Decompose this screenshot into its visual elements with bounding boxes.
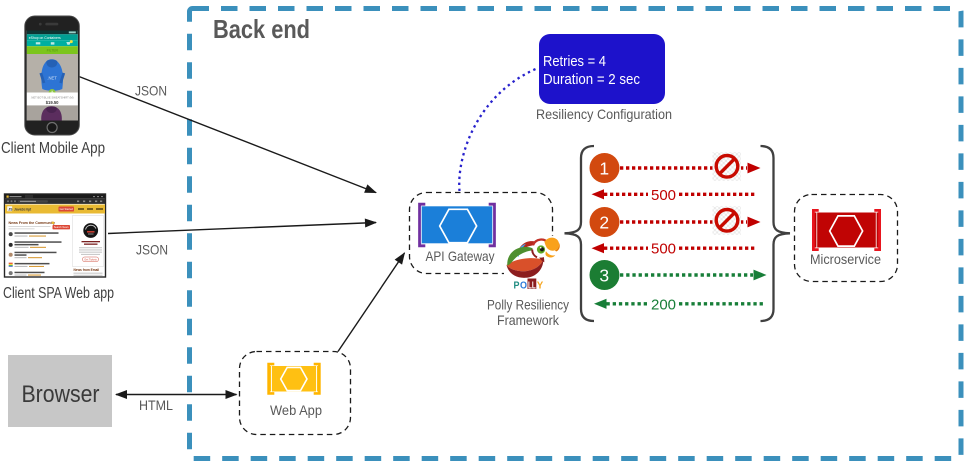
- svg-text:News from Email: News from Email: [74, 268, 100, 272]
- svg-text:2: 2: [599, 212, 609, 232]
- svg-text:500: 500: [651, 241, 676, 258]
- svg-text:JavaScript: JavaScript: [14, 208, 32, 212]
- svg-text:1: 1: [599, 158, 609, 178]
- svg-text:Retries = 4: Retries = 4: [543, 54, 606, 70]
- svg-text:Web App: Web App: [270, 402, 322, 418]
- svg-text:JS: JS: [8, 208, 13, 212]
- svg-text:200: 200: [651, 296, 676, 313]
- svg-text:Y: Y: [537, 280, 544, 292]
- svg-text:Framework: Framework: [497, 312, 560, 328]
- svg-text:Duration = 2 sec: Duration = 2 sec: [543, 72, 640, 88]
- svg-text:Client Mobile App: Client Mobile App: [1, 140, 105, 157]
- svg-text:Polly Resiliency: Polly Resiliency: [487, 297, 569, 313]
- svg-text:3: 3: [599, 265, 609, 285]
- svg-text:Get Tickets: Get Tickets: [84, 258, 97, 261]
- svg-text:HTML: HTML: [139, 397, 173, 413]
- svg-text:LL: LL: [528, 280, 536, 292]
- svg-text:.NET: .NET: [47, 76, 57, 81]
- svg-text:API Gateway: API Gateway: [426, 248, 495, 264]
- svg-text:Search News: Search News: [54, 226, 70, 229]
- svg-text:eShop on Containers: eShop on Containers: [29, 36, 61, 40]
- svg-text:JSON: JSON: [135, 83, 167, 99]
- svg-text:Back end: Back end: [213, 14, 310, 44]
- svg-text:$19.50: $19.50: [46, 100, 59, 105]
- svg-text:Microservice: Microservice: [810, 251, 881, 267]
- svg-text:O: O: [520, 280, 527, 292]
- svg-text:JSON: JSON: [136, 242, 168, 258]
- svg-text:P: P: [514, 280, 520, 292]
- svg-text:Get Started: Get Started: [60, 207, 74, 211]
- svg-text:Client SPA Web app: Client SPA Web app: [3, 285, 114, 302]
- svg-text:FILTER: FILTER: [47, 49, 59, 53]
- svg-text:.NET BOT BLUE SWEATSHIRT (M): .NET BOT BLUE SWEATSHIRT (M): [31, 95, 74, 99]
- svg-text:News From the Community: News From the Community: [9, 221, 56, 225]
- svg-text:500: 500: [651, 187, 676, 204]
- svg-text:Resiliency Configuration: Resiliency Configuration: [536, 106, 672, 122]
- svg-text:Browser: Browser: [22, 381, 100, 408]
